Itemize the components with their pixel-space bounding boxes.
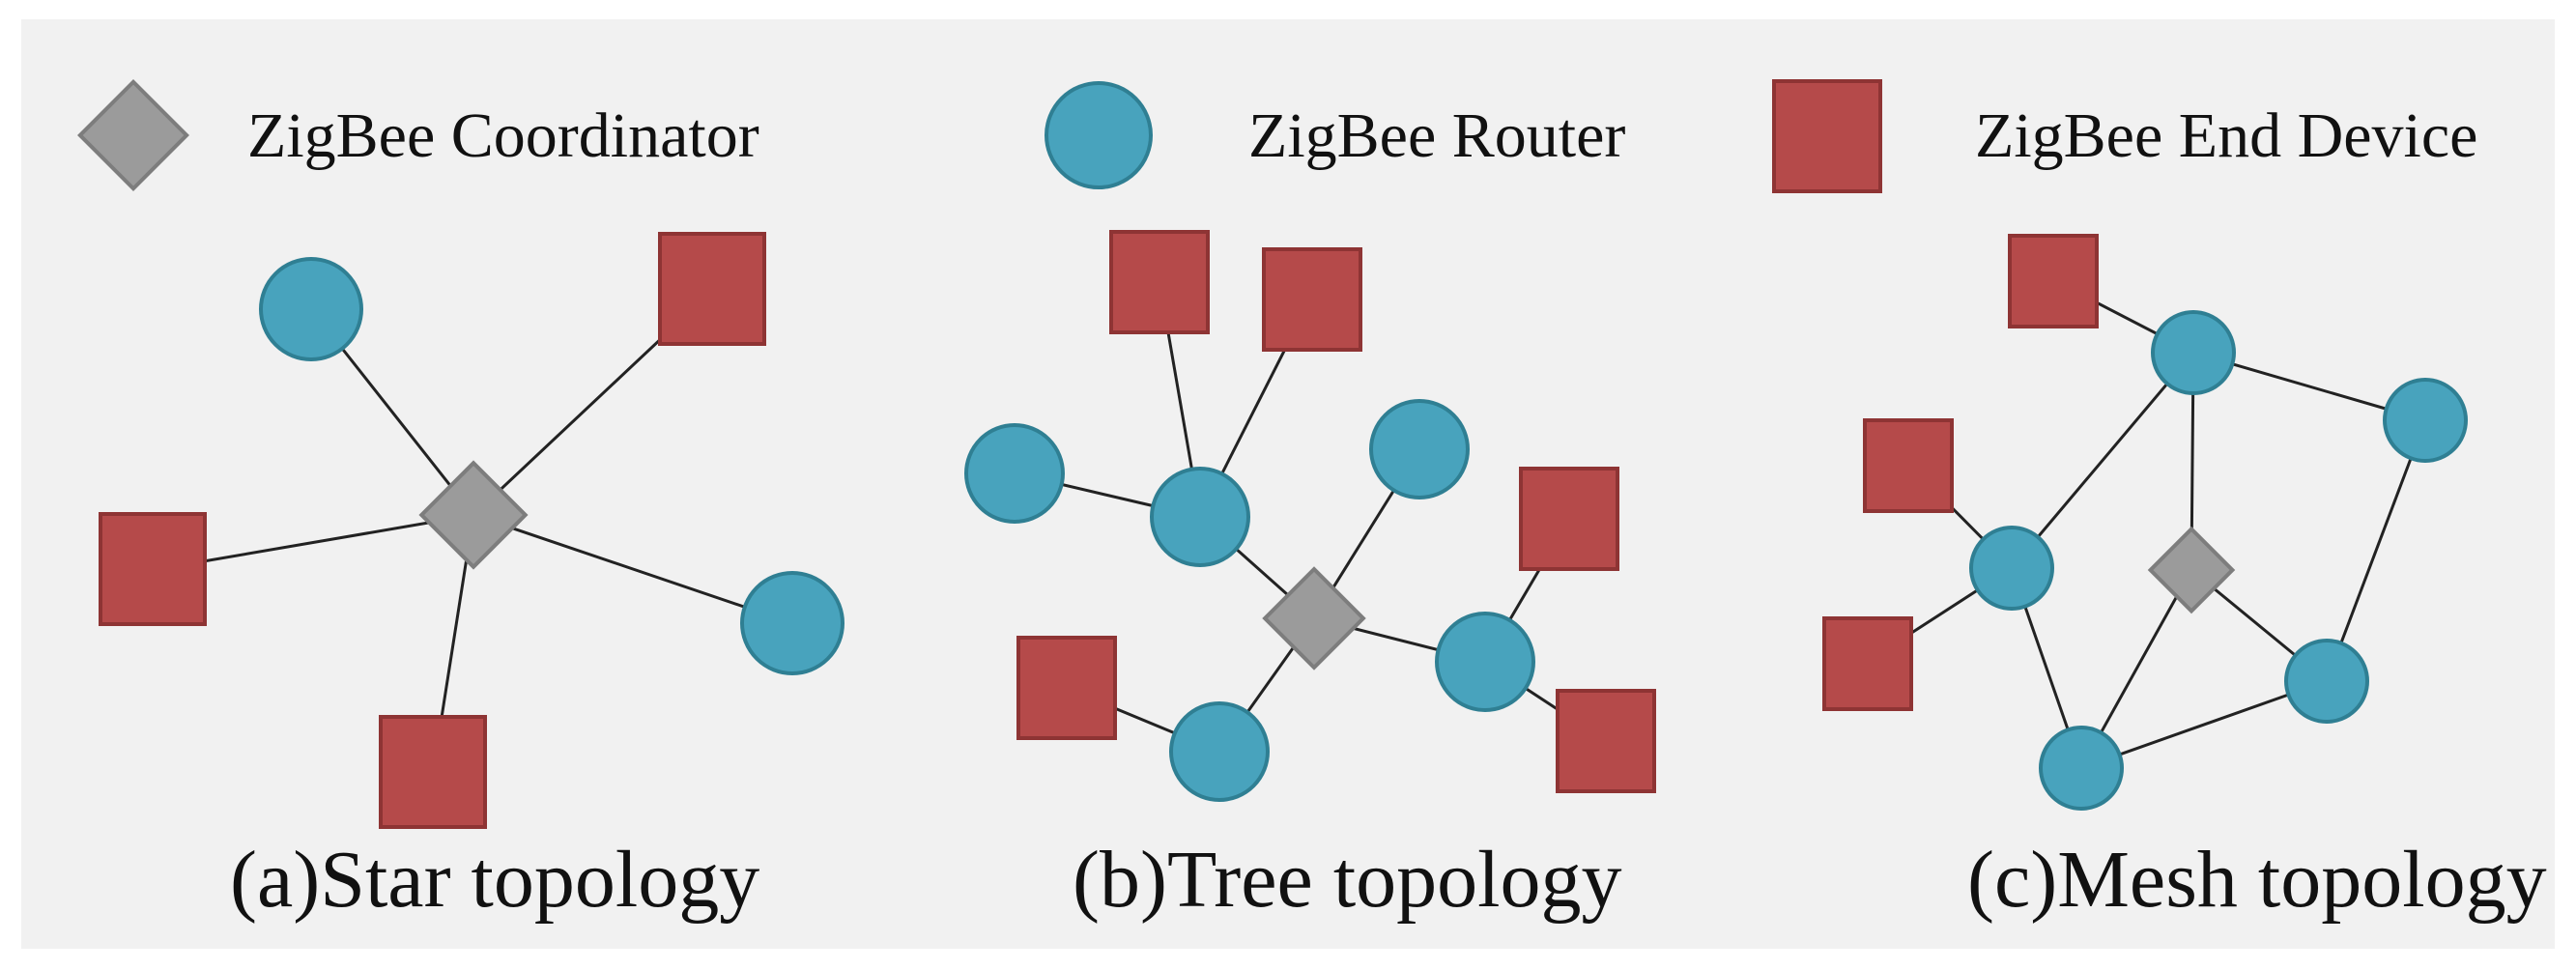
legend-end-device-label: ZigBee End Device [1975,100,2477,171]
tree-end-device-node [1109,230,1210,334]
mesh-edge [2010,352,2195,569]
mesh-end-device-node [1822,616,1913,711]
legend-router: ZigBee Router [1045,81,1625,189]
tree-topology: (b)Tree topology [964,230,1656,925]
star-end-device-node [658,232,766,346]
mesh-edge [2325,419,2427,682]
star-coordinator-node [418,460,529,570]
legend: ZigBee Coordinator ZigBee Router ZigBee … [77,79,2477,193]
mesh-coordinator-node [2147,526,2236,614]
star-edge [472,513,793,625]
tree-caption: (b)Tree topology [1073,835,1622,925]
mesh-router-node [2151,310,2236,395]
mesh-end-device-node [2008,234,2099,328]
tree-router-node [1435,612,1535,712]
legend-coordinator-icon [77,79,189,191]
star-end-device-node [99,512,207,626]
tree-end-device-node [1016,636,1117,740]
legend-coordinator-label: ZigBee Coordinator [247,100,759,171]
tree-router-node [964,423,1065,524]
star-end-device-node [379,715,487,829]
legend-end-device: ZigBee End Device [1772,79,2477,193]
star-router-node [740,571,844,675]
tree-router-node [1150,467,1250,567]
legend-coordinator: ZigBee Coordinator [77,79,759,191]
star-topology: (a)Star topology [99,232,844,925]
mesh-caption: (c)Mesh topology [1967,835,2547,925]
tree-router-node [1169,701,1270,802]
mesh-end-device-node [1863,418,1954,513]
mesh-router-node [2039,726,2124,811]
mesh-router-node [1969,526,2054,611]
mesh-edge [2080,679,2328,770]
legend-router-label: ZigBee Router [1248,100,1625,171]
star-router-node [259,257,363,361]
legend-router-icon [1045,81,1153,189]
mesh-router-node [2284,639,2369,724]
legend-end-device-icon [1772,79,1882,193]
tree-end-device-node [1262,247,1362,352]
tree-end-device-node [1556,689,1656,793]
star-caption: (a)Star topology [230,835,759,925]
mesh-router-node [2383,378,2468,463]
tree-end-device-node [1519,467,1619,571]
mesh-topology: (c)Mesh topology [1822,234,2547,925]
tree-coordinator-node [1262,566,1366,670]
tree-router-node [1369,399,1470,499]
